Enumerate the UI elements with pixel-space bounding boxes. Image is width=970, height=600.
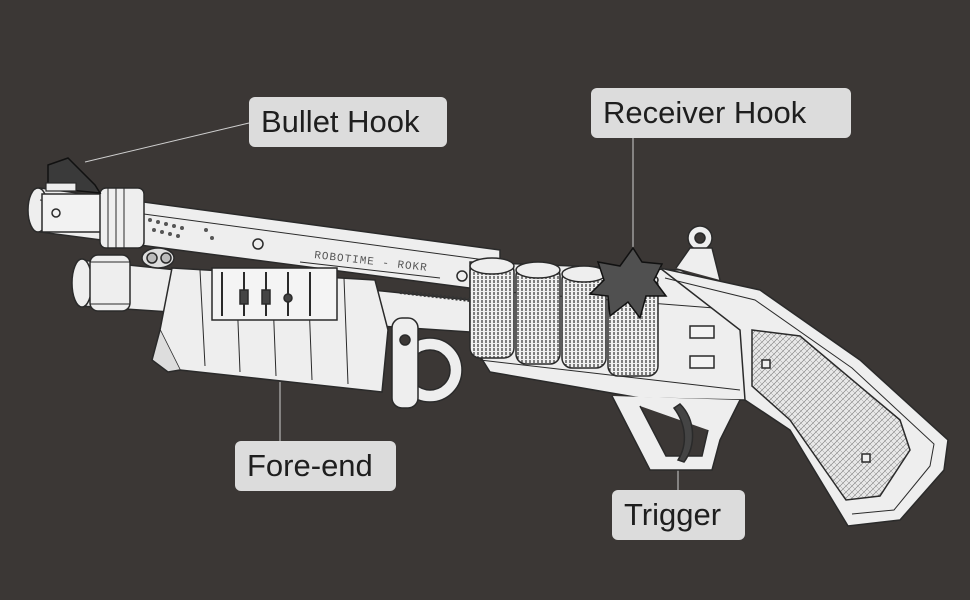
shell <box>515 265 561 365</box>
pump-gear <box>391 317 463 409</box>
fore-end <box>151 267 389 393</box>
bullet-hook-label: Bullet Hook <box>249 97 447 147</box>
fore-end-label: Fore-end <box>235 441 396 491</box>
front-sight-base <box>45 182 77 192</box>
trigger-assembly <box>611 395 741 471</box>
stock <box>659 267 949 527</box>
leader-lines <box>84 122 679 490</box>
vent-holes <box>148 218 214 240</box>
shell <box>469 261 515 359</box>
receiver-hook-label: Receiver Hook <box>591 88 851 138</box>
trigger-label: Trigger <box>612 490 745 540</box>
bullet-hook-leader <box>84 122 250 163</box>
receiver-hook <box>588 246 668 320</box>
fore-end-rail <box>211 267 338 321</box>
trigger <box>672 403 694 463</box>
